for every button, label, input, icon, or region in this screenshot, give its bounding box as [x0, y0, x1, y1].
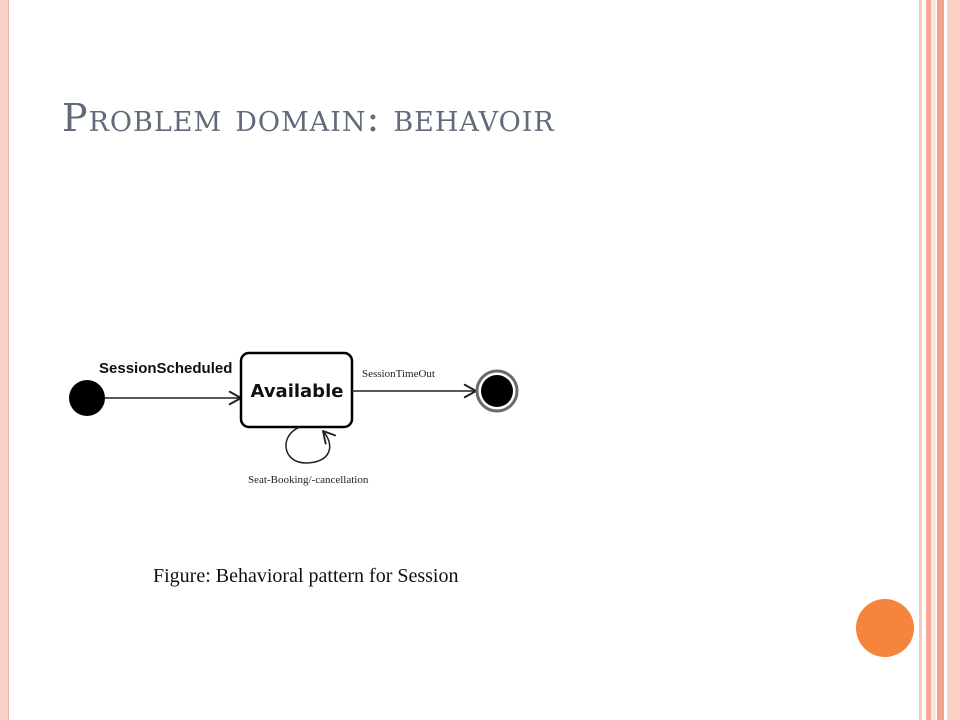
session-timeout-label: SessionTimeOut [362, 368, 435, 380]
left-border [0, 0, 9, 720]
available-state-box [239, 351, 354, 429]
right-stripe-2 [926, 0, 931, 720]
right-stripe-5 [947, 0, 960, 720]
final-state-node [481, 375, 513, 407]
session-scheduled-label: SessionScheduled [99, 360, 232, 377]
figure-caption: Figure: Behavioral pattern for Session [153, 565, 459, 587]
initial-state-node [69, 380, 105, 416]
available-state-label: Available [251, 381, 344, 402]
slide-title: Problem domain: behavoir [62, 96, 555, 140]
right-stripe-4 [937, 0, 944, 720]
right-stripe-3 [931, 0, 936, 720]
orange-accent-circle [856, 599, 914, 657]
seat-booking-label: Seat-Booking/-cancellation [248, 474, 369, 486]
right-stripe-1 [919, 0, 922, 720]
seat-booking-self-loop-arrow [285, 426, 337, 464]
